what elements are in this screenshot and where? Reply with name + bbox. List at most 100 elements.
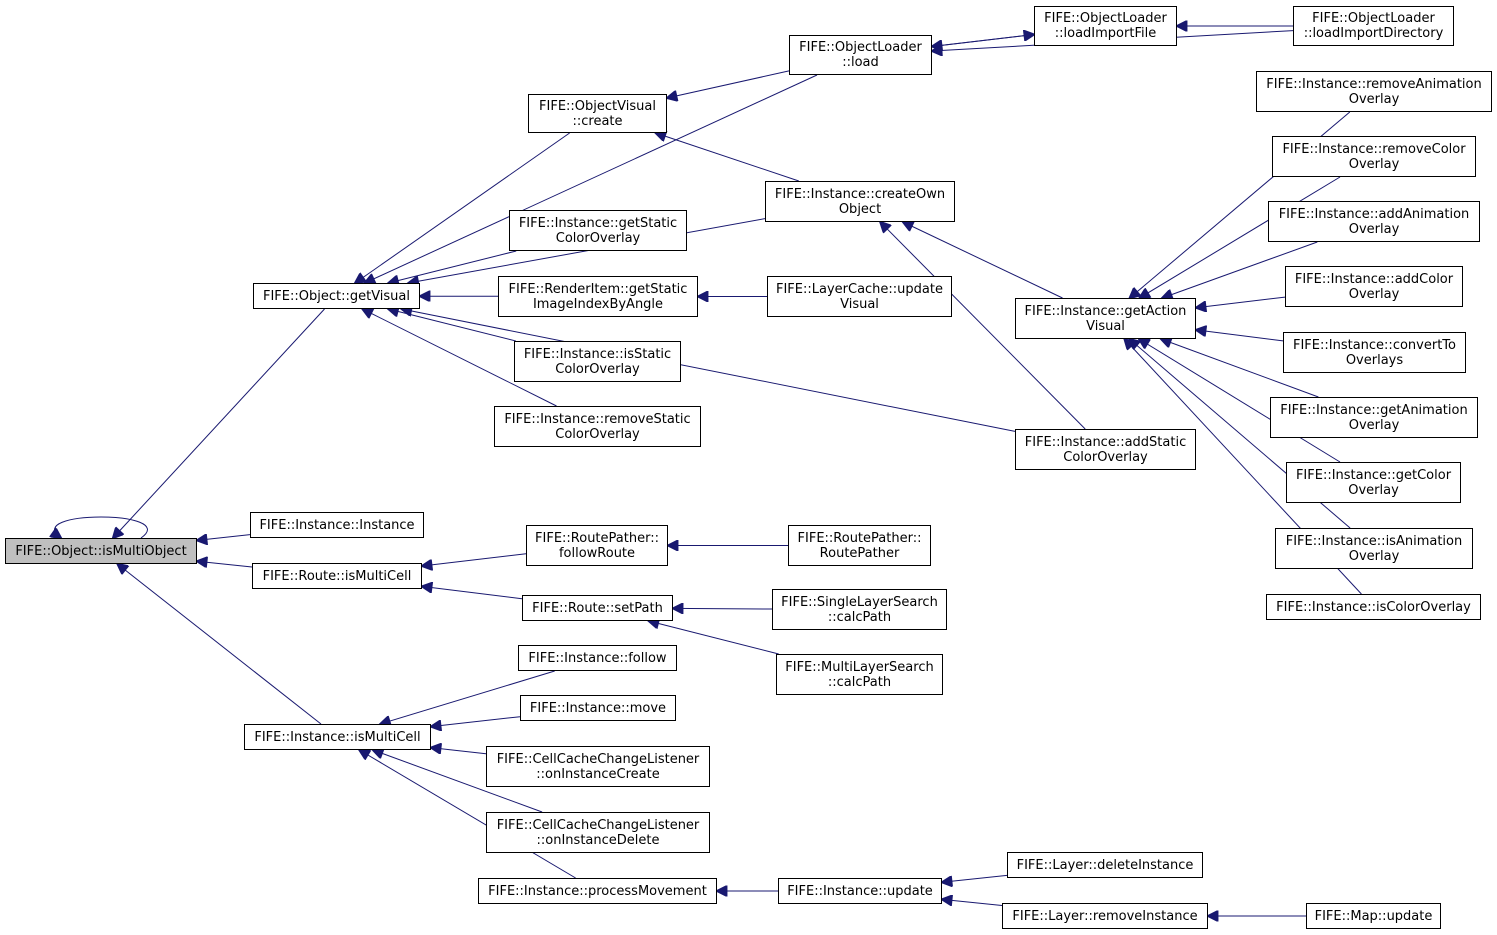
node-routeIsMultiCell[interactable]: FIFE::Route::isMultiCell <box>252 563 422 589</box>
node-addAnimationOverlay[interactable]: FIFE::Instance::addAnimation Overlay <box>1268 201 1480 242</box>
node-createOwnObject[interactable]: FIFE::Instance::createOwn Object <box>765 181 955 222</box>
node-label: FIFE::ObjectLoader <box>799 40 922 55</box>
node-label-line2: ImageIndexByAngle <box>532 296 664 312</box>
node-getActionVisual[interactable]: FIFE::Instance::getAction Visual <box>1015 298 1196 339</box>
edge-removeStaticColorOverlay-to-getVisual <box>363 309 557 407</box>
node-label: FIFE::ObjectVisual <box>539 98 656 114</box>
node-label: FIFE::CellCacheChangeListener <box>496 817 700 833</box>
node-label: FIFE::Instance::removeAnimation <box>1266 76 1482 92</box>
node-label-line2: ColorOverlay <box>555 361 640 377</box>
edge-ovCreate-to-getVisual <box>355 132 570 283</box>
node-label: FIFE::Object::getVisual <box>262 288 411 304</box>
node-label: FIFE::Instance::addAnimation <box>1278 206 1470 222</box>
edge-isStaticColorOverlay-to-getVisual <box>388 309 516 342</box>
node-label-line2: followRoute <box>558 545 636 561</box>
edge-move-to-instIsMultiCell <box>431 716 521 727</box>
edge-olLoad-to-ovCreate <box>667 70 790 98</box>
node-removeStaticColorOverlay[interactable]: FIFE::Instance::removeStatic ColorOverla… <box>494 406 701 447</box>
node-layerCacheUpdateVisual[interactable]: FIFE::LayerCache::update Visual <box>767 276 952 317</box>
node-follow[interactable]: FIFE::Instance::follow <box>518 645 677 671</box>
edge-convertToOverlays-to-getActionVisual <box>1196 330 1284 342</box>
node-label: FIFE::Map::update <box>1314 908 1433 924</box>
node-label-line2: Overlay <box>1348 286 1400 302</box>
node-label: FIFE::Instance::Instance <box>259 517 415 533</box>
node-removeInstance[interactable]: FIFE::Layer::removeInstance <box>1002 903 1208 929</box>
node-label-line2: ColorOverlay <box>555 230 641 246</box>
node-label-line2: ColorOverlay <box>555 426 640 442</box>
node-convertToOverlays[interactable]: FIFE::Instance::convertTo Overlays <box>1283 332 1466 373</box>
node-label: FIFE::Instance::addColor <box>1294 271 1454 287</box>
node-label-line2: Visual <box>1086 318 1125 334</box>
edge-removeInstance-to-instanceUpdate <box>942 899 1003 906</box>
node-mapUpdate[interactable]: FIFE::Map::update <box>1306 903 1441 929</box>
node-root[interactable]: FIFE::Object::isMultiObject <box>5 538 197 564</box>
node-singleLayerCalcPath[interactable]: FIFE::SingleLayerSearch ::calcPath <box>772 589 947 630</box>
node-label: FIFE::Instance::follow <box>528 650 667 666</box>
node-label-line2: Overlay <box>1348 482 1399 498</box>
node-instanceCtor[interactable]: FIFE::Instance::Instance <box>250 512 424 538</box>
node-processMovement[interactable]: FIFE::Instance::processMovement <box>478 878 717 904</box>
node-addColorOverlay[interactable]: FIFE::Instance::addColor Overlay <box>1285 266 1463 307</box>
node-olLoad[interactable]: FIFE::ObjectLoader ::load <box>789 35 932 75</box>
node-label: FIFE::Instance::getAction <box>1024 303 1187 319</box>
node-instIsMultiCell[interactable]: FIFE::Instance::isMultiCell <box>244 724 431 750</box>
node-multiLayerCalcPath[interactable]: FIFE::MultiLayerSearch ::calcPath <box>776 654 943 695</box>
edge-onInstanceDelete-to-instIsMultiCell <box>373 750 543 813</box>
node-label: FIFE::Instance::getColor <box>1295 467 1452 483</box>
node-deleteInstance[interactable]: FIFE::Layer::deleteInstance <box>1007 852 1203 878</box>
node-label: FIFE::Instance::move <box>529 700 667 716</box>
node-label: FIFE::RoutePather:: <box>535 530 659 546</box>
node-getStaticImageIndex[interactable]: FIFE::RenderItem::getStatic ImageIndexBy… <box>498 276 698 317</box>
node-followRoute[interactable]: FIFE::RoutePather:: followRoute <box>526 525 668 566</box>
node-label-line2: ::create <box>572 113 623 129</box>
node-getColorOverlay[interactable]: FIFE::Instance::getColor Overlay <box>1286 462 1461 503</box>
node-label: FIFE::Instance::isColorOverlay <box>1276 599 1471 615</box>
node-label-line2: ::load <box>842 55 879 70</box>
node-olLoadImportFile[interactable]: FIFE::ObjectLoader ::loadImportFile <box>1034 6 1177 46</box>
node-label: FIFE::ObjectLoader <box>1044 11 1167 26</box>
node-getStaticColorOverlay[interactable]: FIFE::Instance::getStatic ColorOverlay <box>509 210 687 251</box>
edge-multiLayerCalcPath-to-setPath <box>649 621 779 655</box>
node-onInstanceCreate[interactable]: FIFE::CellCacheChangeListener ::onInstan… <box>486 746 710 787</box>
edge-olLoad-to-getVisual <box>365 74 818 283</box>
node-label-line2: Overlay <box>1348 156 1400 172</box>
node-label: FIFE::RoutePather:: <box>797 530 922 546</box>
node-label: FIFE::LayerCache::update <box>775 281 943 297</box>
node-move[interactable]: FIFE::Instance::move <box>520 695 676 721</box>
node-label: FIFE::Instance::isAnimation <box>1285 533 1463 549</box>
node-label: FIFE::Instance::update <box>787 883 933 899</box>
node-label: FIFE::Object::isMultiObject <box>15 543 187 559</box>
node-setPath[interactable]: FIFE::Route::setPath <box>522 595 673 621</box>
node-label: FIFE::Instance::isStatic <box>523 346 672 362</box>
node-label: FIFE::MultiLayerSearch <box>785 659 934 675</box>
node-isColorOverlay[interactable]: FIFE::Instance::isColorOverlay <box>1266 594 1481 620</box>
edge-getColorOverlay-to-getActionVisual <box>1139 339 1341 463</box>
edge-followRoute-to-routeIsMultiCell <box>422 553 527 566</box>
node-label: FIFE::Instance::isMultiCell <box>254 729 421 745</box>
node-label-line2: ColorOverlay <box>1063 449 1148 465</box>
node-label-line2: ::calcPath <box>827 609 892 625</box>
node-isAnimationOverlay[interactable]: FIFE::Instance::isAnimation Overlay <box>1275 528 1473 569</box>
node-label-line2: ::onInstanceDelete <box>536 832 660 848</box>
edge-routeIsMultiCell-to-root <box>197 561 253 567</box>
node-label-line2: Object <box>838 201 882 217</box>
node-label: FIFE::RenderItem::getStatic <box>508 281 688 297</box>
node-label: FIFE::Instance::convertTo <box>1293 337 1456 353</box>
node-onInstanceDelete[interactable]: FIFE::CellCacheChangeListener ::onInstan… <box>486 812 710 853</box>
node-removeColorOverlay[interactable]: FIFE::Instance::removeColor Overlay <box>1272 136 1476 177</box>
node-removeAnimationOverlay[interactable]: FIFE::Instance::removeAnimation Overlay <box>1256 71 1492 112</box>
node-ovCreate[interactable]: FIFE::ObjectVisual ::create <box>528 94 667 133</box>
edge-addAnimationOverlay-to-getActionVisual <box>1162 241 1318 298</box>
node-getAnimationOverlay[interactable]: FIFE::Instance::getAnimation Overlay <box>1270 397 1478 438</box>
node-getVisual[interactable]: FIFE::Object::getVisual <box>253 283 420 309</box>
node-label: FIFE::Instance::processMovement <box>488 883 707 899</box>
edge-getActionVisual-to-createOwnObject <box>903 222 1063 299</box>
node-routePatherCtor[interactable]: FIFE::RoutePather:: RoutePather <box>788 525 931 566</box>
node-label-line2: Overlay <box>1348 91 1400 107</box>
node-addStaticColorOverlay[interactable]: FIFE::Instance::addStatic ColorOverlay <box>1015 429 1196 470</box>
node-isStaticColorOverlay[interactable]: FIFE::Instance::isStatic ColorOverlay <box>514 341 681 382</box>
node-label-line2: Overlays <box>1345 352 1404 368</box>
node-instanceUpdate[interactable]: FIFE::Instance::update <box>778 878 942 904</box>
node-olLoadImportDirectory[interactable]: FIFE::ObjectLoader ::loadImportDirectory <box>1293 6 1454 46</box>
node-label: FIFE::Instance::removeStatic <box>504 411 691 427</box>
